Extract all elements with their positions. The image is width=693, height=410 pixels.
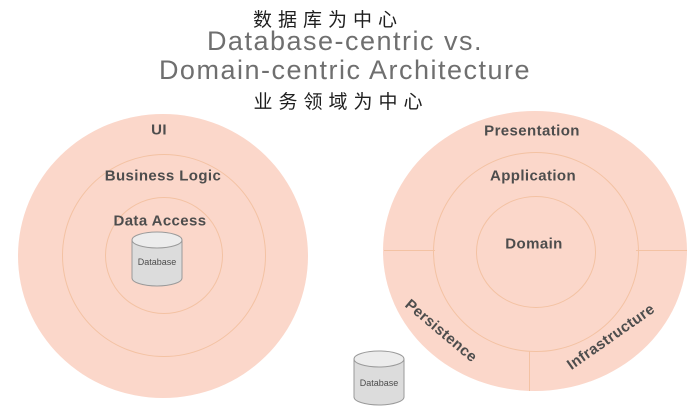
segment-divider-right bbox=[636, 250, 687, 251]
ring-label-data-access: Data Access bbox=[113, 212, 207, 230]
title-line-1: Database-centric vs. bbox=[206, 26, 484, 56]
domain-centric-inner-ring bbox=[476, 196, 596, 308]
database-centric-middle-ring bbox=[62, 154, 266, 357]
database-centric-inner-ring bbox=[105, 197, 223, 314]
ring-label-ui: UI bbox=[151, 121, 167, 139]
title-line-2: Domain-centric Architecture bbox=[158, 55, 532, 85]
ring-label-presentation: Presentation bbox=[484, 122, 580, 140]
segment-divider-bottom bbox=[529, 351, 530, 391]
cylinder-top-ellipse bbox=[353, 350, 405, 368]
external-database-cylinder-icon: Database bbox=[353, 350, 405, 406]
database-cylinder-icon: Database bbox=[131, 231, 183, 287]
subtitle-chinese-domain-centric: 业务领域为中心 bbox=[253, 92, 429, 113]
subtitle-chinese-database-centric: 数据库为中心 bbox=[252, 10, 403, 31]
external-database-cylinder-label: Database bbox=[360, 378, 399, 388]
domain-centric-middle-ring bbox=[433, 152, 639, 352]
segment-divider-left bbox=[384, 250, 435, 251]
ring-label-domain: Domain bbox=[505, 235, 563, 253]
cylinder-top-ellipse bbox=[131, 231, 183, 249]
ring-label-application: Application bbox=[489, 167, 577, 185]
ring-label-business-logic: Business Logic bbox=[104, 167, 222, 185]
cylinder-body-shape bbox=[131, 240, 183, 287]
database-cylinder-label: Database bbox=[138, 257, 177, 267]
page-title: Database-centric vs. Domain-centric Arch… bbox=[0, 27, 690, 85]
cylinder-body-shape bbox=[353, 359, 405, 406]
